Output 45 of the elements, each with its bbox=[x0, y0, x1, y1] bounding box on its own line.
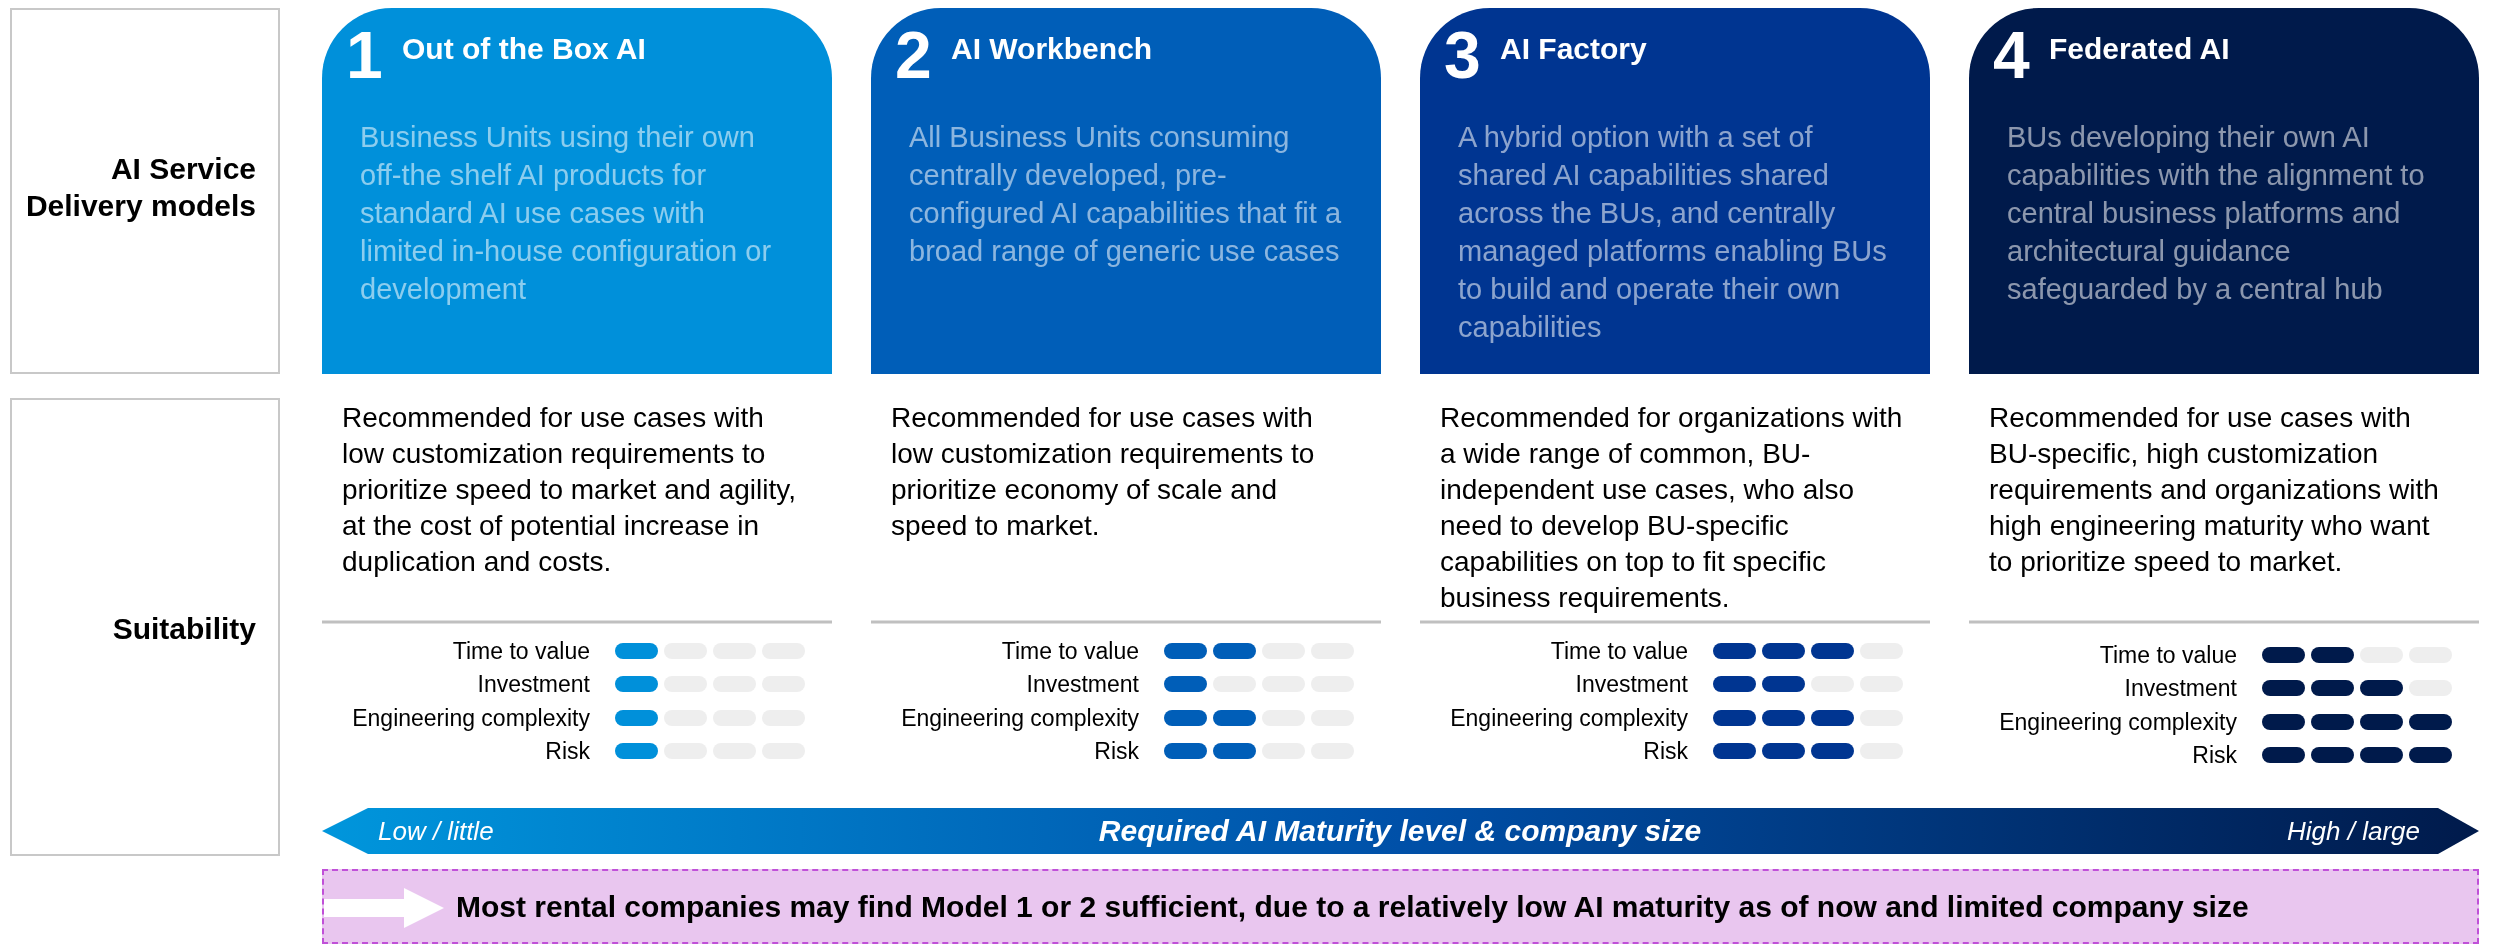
model-card bbox=[1420, 8, 1930, 374]
scale-end-label: High / large bbox=[2286, 815, 2420, 848]
criterion-label: Engineering complexity bbox=[351, 704, 590, 732]
criterion-label: Investment bbox=[1025, 670, 1139, 698]
recommendation-text: Recommended for organizations with a wide range of common, BU-independent use cases, who also need to develop BU-specific capabilities on top to fit specific business requirements. bbox=[1440, 401, 1904, 615]
note-box bbox=[322, 869, 2479, 944]
card-description: Business Units using their own off-the shelf AI products for standard AI use cases with limited in-house configuration or development bbox=[360, 120, 773, 307]
model-card bbox=[871, 8, 1381, 374]
recommendation-text: Recommended for use cases with BU-specific, high customization requirements and organizations with high engineering maturity who want to prioritize speed to market. bbox=[1989, 401, 2440, 579]
row-header-box bbox=[10, 8, 280, 374]
model-card bbox=[1969, 8, 2479, 374]
criterion-label: Risk bbox=[1642, 737, 1688, 765]
row-header-text: Suitability bbox=[112, 611, 256, 647]
criterion-label: Risk bbox=[2191, 741, 2237, 769]
card-description: All Business Units consuming centrally developed, pre-configured AI capabilities that fit a broad range of generic use cases bbox=[909, 120, 1343, 269]
row-header-box bbox=[10, 398, 280, 856]
card-number: 1 bbox=[346, 22, 383, 88]
card-title: Out of the Box AI bbox=[402, 32, 646, 65]
criterion-label: Risk bbox=[1093, 737, 1139, 765]
card-description: A hybrid option with a set of shared AI capabilities shared across the BUs, and centrally managed platforms enabling BUs to build and operate their own capabilities bbox=[1458, 120, 1888, 345]
criterion-label: Time to value bbox=[2098, 641, 2237, 669]
recommendation-text: Recommended for use cases with low customization requirements to prioritize economy of scale and speed to market. bbox=[891, 401, 1316, 543]
card-number: 3 bbox=[1444, 22, 1481, 88]
criterion-label: Engineering complexity bbox=[900, 704, 1139, 732]
criterion-label: Engineering complexity bbox=[1998, 708, 2237, 736]
row-header-text: AI Service Delivery models bbox=[24, 151, 256, 224]
card-title: Federated AI bbox=[2049, 32, 2230, 65]
scale-end-label: Low / little bbox=[378, 815, 495, 848]
criterion-label: Investment bbox=[476, 670, 590, 698]
recommendation-text: Recommended for use cases with low customization requirements to prioritize speed to market and agility, at the cost of potential increase in duplication and costs. bbox=[342, 401, 797, 579]
criterion-label: Risk bbox=[544, 737, 590, 765]
criterion-label: Time to value bbox=[451, 637, 590, 665]
scale-title: Required AI Maturity level & company size bbox=[1097, 814, 1703, 848]
note-text: Most rental companies may find Model 1 or 2 sufficient, due to a relatively low AI maturity as of now and limited company size bbox=[456, 889, 2249, 925]
criterion-label: Investment bbox=[1574, 670, 1688, 698]
criterion-label: Investment bbox=[2123, 674, 2237, 702]
card-title: AI Workbench bbox=[951, 32, 1153, 65]
model-card bbox=[322, 8, 832, 374]
criterion-label: Time to value bbox=[1000, 637, 1139, 665]
criterion-label: Time to value bbox=[1549, 637, 1688, 665]
criterion-label: Engineering complexity bbox=[1449, 704, 1688, 732]
card-number: 4 bbox=[1993, 22, 2030, 88]
card-title: AI Factory bbox=[1500, 32, 1647, 65]
card-description: BUs developing their own AI capabilities with the alignment to central business platforms and architectural guidance safeguarded by a central hub bbox=[2007, 120, 2426, 307]
card-number: 2 bbox=[895, 22, 932, 88]
